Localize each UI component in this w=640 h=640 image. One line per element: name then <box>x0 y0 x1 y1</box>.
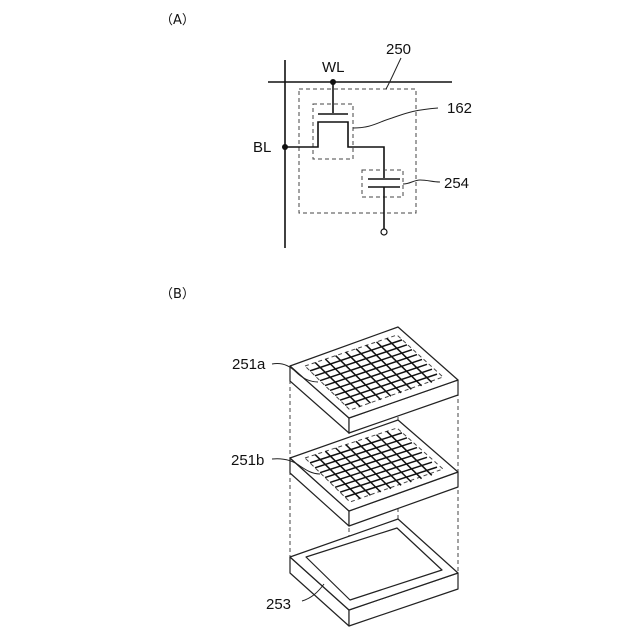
memory-cell-boundary <box>299 89 416 213</box>
leader-254 <box>403 180 440 184</box>
capacitor-label: 254 <box>444 175 469 192</box>
layer-251a <box>290 327 458 433</box>
panel-a-label: （A） <box>160 13 195 28</box>
panel-b-label: （B） <box>160 287 195 302</box>
terminal-node <box>381 229 387 235</box>
cell-label: 250 <box>386 41 411 58</box>
leader-162 <box>353 108 438 128</box>
layer-253 <box>290 519 458 626</box>
label-253: 253 <box>266 596 291 613</box>
stacked-layers-diagram: （B） <box>160 287 458 626</box>
transistor-label: 162 <box>447 100 472 117</box>
capacitor-boundary <box>362 170 403 197</box>
label-251b: 251b <box>231 452 264 469</box>
leader-250 <box>386 58 401 89</box>
label-251a: 251a <box>232 356 266 373</box>
bl-label: BL <box>253 139 271 156</box>
wl-label: WL <box>322 59 345 76</box>
circuit-diagram: （A） WL BL 250 162 254 <box>160 13 472 248</box>
